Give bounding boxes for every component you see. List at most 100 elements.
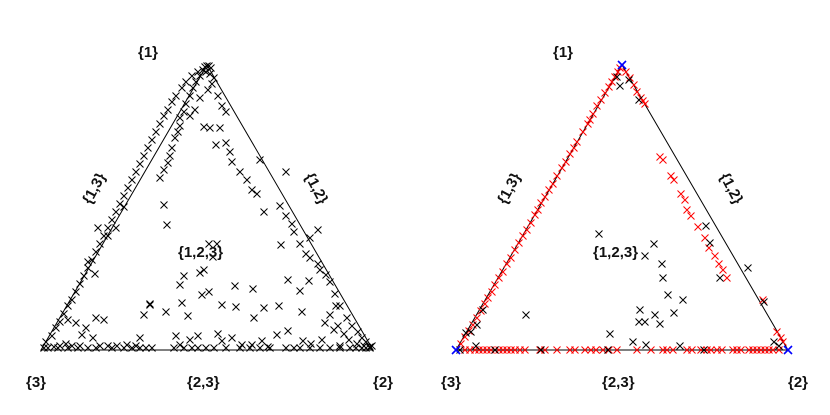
x-marker [523, 226, 531, 234]
x-marker [209, 253, 217, 261]
x-marker [604, 346, 612, 354]
x-marker [316, 266, 324, 274]
x-marker [499, 268, 507, 276]
x-marker [345, 336, 353, 344]
x-marker [545, 186, 553, 194]
x-marker [605, 83, 613, 91]
x-marker [178, 84, 186, 92]
x-marker [191, 106, 199, 114]
x-marker [92, 314, 100, 322]
x-marker [228, 158, 236, 166]
x-marker [332, 302, 340, 310]
x-marker [352, 344, 360, 352]
x-marker [737, 346, 745, 354]
x-marker [744, 264, 752, 272]
x-marker [48, 332, 56, 340]
x-marker [570, 144, 578, 152]
edge-label-2-3: {2,3} [602, 374, 635, 391]
x-marker [116, 200, 124, 208]
x-marker [198, 291, 206, 299]
x-marker [534, 206, 542, 214]
x-marker [62, 340, 70, 348]
x-marker [562, 158, 570, 166]
x-marker [60, 310, 68, 318]
x-marker [473, 321, 481, 329]
x-marker [491, 281, 499, 289]
x-marker [92, 248, 100, 256]
x-marker [140, 152, 148, 160]
x-marker [659, 156, 667, 164]
x-marker [679, 296, 687, 304]
x-marker [222, 108, 230, 116]
x-marker [56, 318, 64, 326]
x-marker [180, 108, 188, 116]
x-marker [571, 346, 579, 354]
x-marker [759, 296, 767, 304]
x-marker [200, 266, 208, 274]
vertex-label-3: {3} [26, 374, 47, 391]
x-marker [656, 320, 664, 328]
x-marker [132, 168, 140, 176]
x-marker [148, 136, 156, 144]
x-marker [326, 344, 334, 352]
x-marker [216, 124, 224, 132]
x-marker [236, 168, 244, 176]
x-marker [625, 76, 633, 84]
x-marker [186, 92, 194, 100]
x-marker [589, 110, 597, 118]
x-marker [343, 314, 351, 322]
x-marker [142, 344, 150, 352]
x-marker [593, 102, 601, 110]
x-marker [84, 258, 92, 266]
x-marker [152, 128, 160, 136]
x-marker [84, 344, 92, 352]
x-marker [188, 72, 196, 80]
x-marker [182, 100, 190, 108]
x-marker [290, 344, 298, 352]
x-marker [275, 302, 283, 310]
x-marker [266, 344, 274, 352]
x-marker [491, 346, 499, 354]
x-marker [194, 332, 202, 340]
x-marker [166, 152, 174, 160]
vertex-label-2: {2} [373, 374, 394, 391]
x-marker [495, 274, 503, 282]
x-marker [100, 232, 108, 240]
x-marker [549, 180, 557, 188]
x-marker [306, 344, 314, 352]
x-marker [124, 184, 132, 192]
x-marker [104, 232, 112, 240]
x-marker [258, 337, 266, 345]
x-marker [205, 288, 213, 296]
x-marker [622, 68, 630, 76]
x-marker [705, 244, 713, 252]
x-marker [168, 144, 176, 152]
x-marker [719, 266, 727, 274]
x-marker [72, 319, 80, 327]
x-marker [641, 318, 649, 326]
series-vertices [451, 60, 793, 355]
x-marker [605, 346, 613, 354]
x-marker [104, 342, 112, 350]
x-marker [192, 78, 200, 86]
x-marker [189, 84, 197, 92]
x-marker [74, 344, 82, 352]
x-marker [112, 208, 120, 216]
x-marker [204, 86, 212, 94]
x-marker [243, 176, 251, 184]
x-marker [208, 80, 216, 88]
x-marker [91, 270, 99, 278]
x-marker [769, 346, 777, 354]
x-marker [362, 344, 370, 352]
x-marker [250, 314, 258, 322]
x-marker [228, 334, 236, 342]
x-marker [104, 224, 112, 232]
x-marker [340, 330, 348, 338]
x-marker [276, 202, 284, 210]
x-marker [636, 306, 644, 314]
x-marker [537, 346, 545, 354]
x-marker [82, 324, 90, 332]
x-marker [558, 164, 566, 172]
x-marker [777, 334, 785, 342]
x-marker [218, 337, 226, 345]
